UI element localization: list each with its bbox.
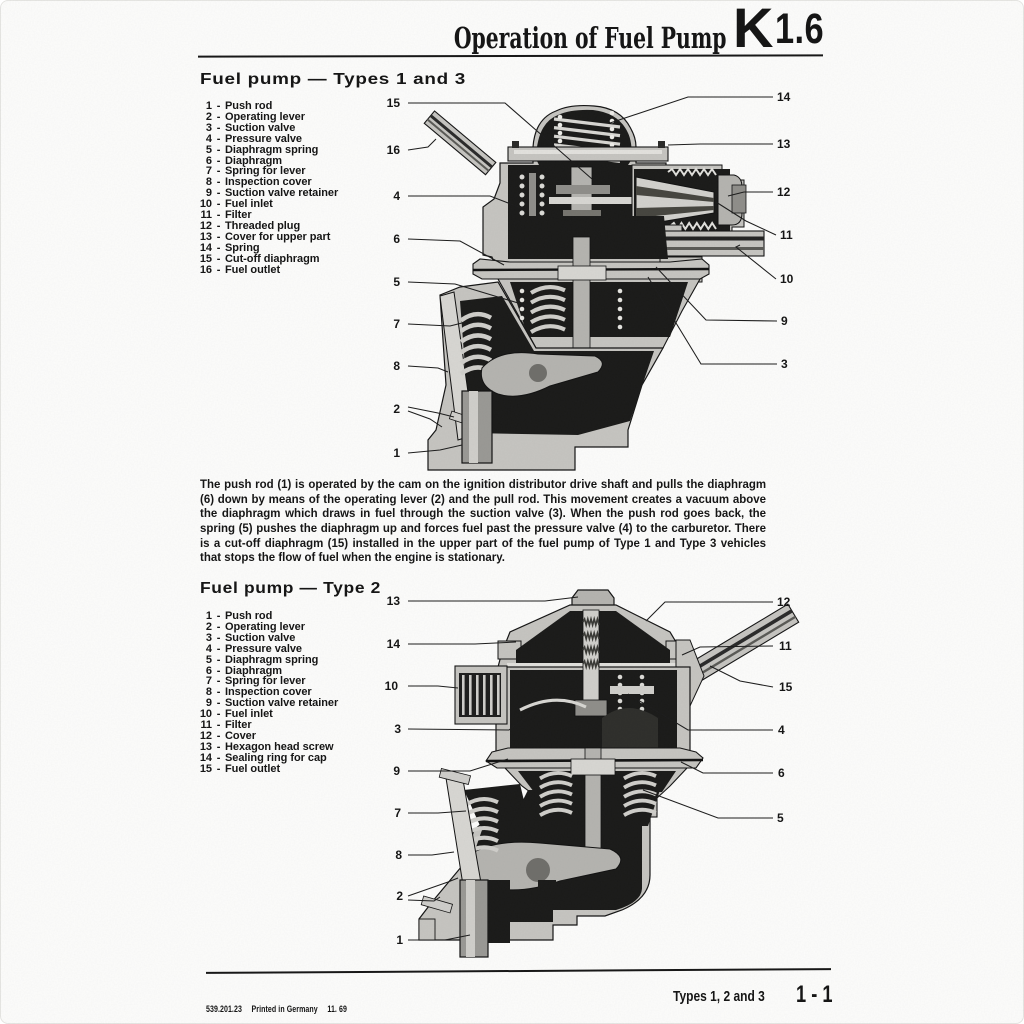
part-separator: - — [216, 252, 221, 265]
figure1-callout-number: 4 — [393, 189, 400, 203]
figure2-callout-number: 8 — [395, 848, 402, 862]
figure1-callout-number: 6 — [393, 232, 400, 246]
part-separator: - — [216, 143, 221, 156]
figure1-callout-number: 5 — [393, 275, 400, 289]
figure2-callout-number: 2 — [396, 889, 403, 903]
figure1-callout-number: 10 — [780, 272, 794, 286]
figure-fuel-pump-types-1-and-3-cross-section: 15 16 4 6 5 7 8 2 1 14 13 12 11 10 9 3 — [387, 90, 794, 471]
page-title: Operation of Fuel Pump — [453, 21, 726, 55]
footer-page-number: 1 - 1 — [796, 981, 833, 1008]
part-number: 5 — [205, 143, 212, 156]
figure1-callout-number: 11 — [780, 228, 793, 242]
part-list-item: 15-Fuel outlet — [198, 762, 338, 775]
figure2-callout-number: 12 — [777, 595, 791, 609]
figure1-callout-number: 7 — [393, 317, 400, 331]
section2-heading: Fuel pump — Type 2 — [200, 580, 382, 597]
part-number: 4 — [205, 132, 212, 145]
figure2-callout-number: 4 — [778, 723, 785, 737]
part-separator: - — [216, 263, 221, 276]
figure2-callout-number: 7 — [394, 806, 401, 820]
figure1-callout-number: 13 — [777, 137, 791, 151]
footer-imprint: 539.201.23 Printed in Germany 11. 69 — [206, 1004, 357, 1015]
figure1-callout-number: 8 — [393, 359, 400, 373]
figure1-callout-number: 9 — [781, 314, 788, 328]
imprint-printed: Printed in Germany — [251, 1004, 318, 1015]
figure2-callout-number: 1 — [396, 933, 403, 947]
figure2-callout-number: 5 — [777, 811, 784, 825]
part-number: 15 — [199, 252, 212, 265]
part-number: 4 — [205, 642, 212, 655]
figure1-callout-number: 16 — [387, 143, 401, 157]
imprint-code: 539.201.23 — [206, 1004, 242, 1015]
figure2-callout-number: 6 — [778, 766, 785, 780]
figure1-callout-number: 12 — [777, 185, 791, 199]
header-rule — [197, 54, 824, 58]
figure2-callout-number: 15 — [779, 680, 793, 694]
part-separator: - — [216, 762, 221, 775]
figure2-callout-number: 13 — [387, 594, 401, 608]
figure1-artwork — [423, 104, 765, 471]
description-paragraph: The push rod (1) is operated by the cam … — [200, 478, 767, 565]
part-number: 16 — [199, 263, 212, 276]
part-name: Fuel outlet — [225, 263, 281, 276]
figure2-callout-number: 14 — [387, 637, 401, 651]
footer-types-label: Types 1, 2 and 3 — [673, 988, 765, 1005]
figure1-callout-number: 1 — [393, 446, 400, 460]
part-separator: - — [216, 653, 221, 666]
part-list-item: 16-Fuel outlet — [198, 263, 338, 276]
figure1-callout-number: 3 — [781, 357, 788, 371]
figure1-callout-number: 14 — [777, 90, 791, 104]
figure2-callout-number: 11 — [779, 639, 792, 653]
figure-fuel-pump-type-2-cross-section: 13 14 10 3 9 7 8 2 1 12 11 15 4 6 5 — [385, 589, 800, 958]
part-separator: - — [216, 132, 221, 145]
part-number: 5 — [205, 653, 212, 666]
imprint-date: 11. 69 — [327, 1004, 347, 1015]
figure2-callout-number: 9 — [393, 764, 400, 778]
figure2-callout-number: 10 — [385, 679, 399, 693]
section-code: 1.6 — [775, 5, 825, 53]
part-separator: - — [216, 642, 221, 655]
footer-rule — [205, 968, 832, 974]
figure2-callout-number: 3 — [394, 722, 401, 736]
figure1-callout-number: 15 — [387, 96, 401, 110]
section-letter: K — [733, 0, 774, 59]
part-name: Fuel outlet — [225, 762, 281, 775]
part-number: 15 — [199, 762, 212, 775]
figure1-callout-number: 2 — [393, 402, 400, 416]
